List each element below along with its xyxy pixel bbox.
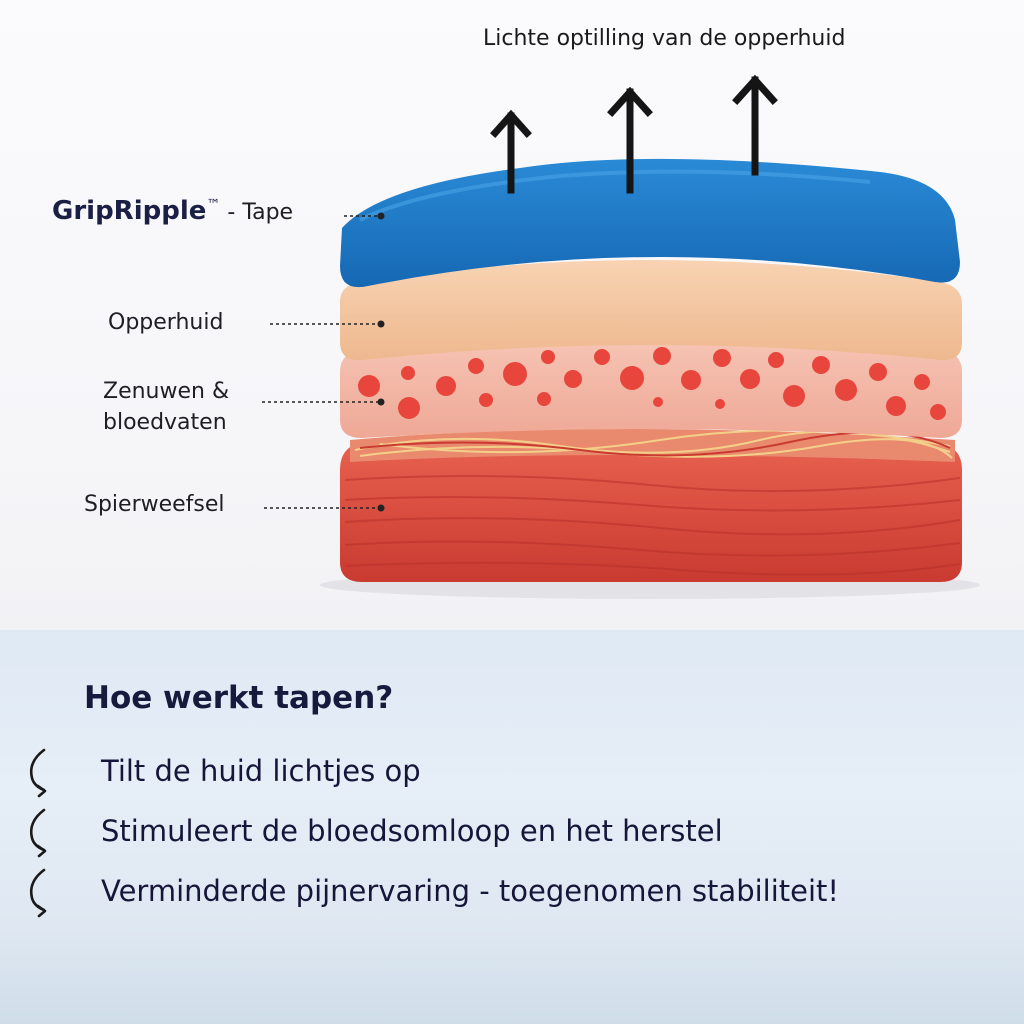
- label-nerves-line2: bloedvaten: [103, 410, 227, 435]
- muscle-fibers: [344, 475, 961, 576]
- curved-arrow-icon: [29, 748, 47, 798]
- tape-highlight: [359, 169, 871, 222]
- tape-trademark: ™: [206, 197, 221, 213]
- tape-suffix: - Tape: [220, 200, 294, 225]
- bullet-text: Tilt de huid lichtjes op: [101, 754, 421, 788]
- arrow-up-icon-3: [732, 74, 778, 176]
- label-tape: GripRipple™ - Tape: [52, 196, 293, 226]
- arrow-up-icon-2: [607, 86, 653, 194]
- bullet-text: Stimuleert de bloedsomloop en het herste…: [101, 814, 723, 848]
- label-muscle: Spierweefsel: [84, 492, 225, 517]
- arrow-up-icon-1: [490, 109, 532, 194]
- list-item: Tilt de huid lichtjes op: [0, 742, 1024, 802]
- label-nerves-vessels: Zenuwen & bloedvaten: [103, 376, 229, 438]
- info-background: [0, 630, 1024, 1024]
- section-title: Hoe werkt tapen?: [84, 680, 394, 716]
- muscle-layer: [340, 442, 962, 582]
- lift-arrows: [490, 74, 778, 194]
- nerve-fibre-band: [350, 429, 955, 462]
- list-item: Verminderde pijnervaring - toegenomen st…: [0, 862, 1024, 922]
- label-nerves-line1: Zenuwen &: [103, 379, 230, 404]
- bullet-text: Verminderde pijnervaring - toegenomen st…: [101, 874, 840, 908]
- leader-lines: [262, 215, 378, 509]
- nerves-vessels-layer: [340, 340, 962, 438]
- curved-arrow-icon: [29, 868, 47, 918]
- leader-dots: [377, 212, 385, 512]
- tape-brand: GripRipple: [52, 196, 207, 226]
- epidermis-layer: [340, 260, 962, 361]
- curved-arrow-icon: [29, 808, 47, 858]
- skin-layers-diagram: [262, 74, 980, 599]
- lift-caption: Lichte optilling van de opperhuid: [483, 26, 846, 51]
- blood-dots: [358, 347, 946, 420]
- list-item: Stimuleert de bloedsomloop en het herste…: [0, 802, 1024, 862]
- tape-layer: [340, 158, 960, 288]
- label-epidermis: Opperhuid: [108, 310, 224, 335]
